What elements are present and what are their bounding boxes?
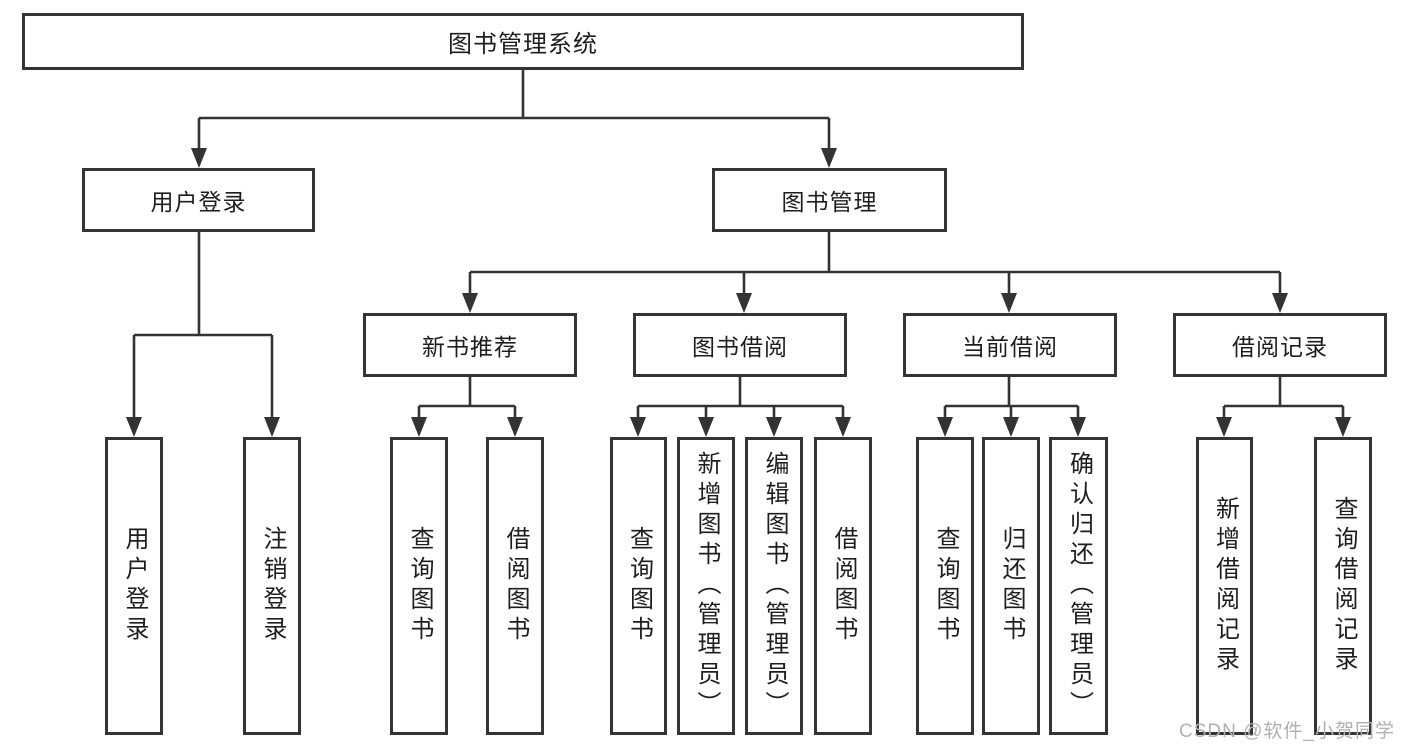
connector-user-login [126, 232, 280, 437]
leaf-query-borrow-record: 查询借阅记录 [1314, 437, 1372, 735]
connector-book-borrow [630, 377, 851, 437]
leaf-borrow-books: 借阅图书 [486, 437, 544, 735]
connector-borrow-records [1216, 377, 1351, 437]
leaf-add-borrow-record: 新增借阅记录 [1196, 437, 1253, 735]
node-current-borrow: 当前借阅 [903, 313, 1117, 377]
leaf-edit-books-admin: 编辑图书（管理员） [745, 437, 803, 735]
node-library-system: 图书管理系统 [22, 13, 1024, 70]
connector-book-management [462, 232, 1288, 313]
leaf-query-books: 查询图书 [610, 437, 667, 735]
node-borrow-records: 借阅记录 [1173, 313, 1387, 377]
leaf-confirm-return-admin: 确认归还（管理员） [1049, 437, 1108, 735]
leaf-query-books: 查询图书 [390, 437, 448, 735]
leaf-return-books: 归还图书 [982, 437, 1040, 735]
node-new-book-recommend: 新书推荐 [363, 313, 577, 377]
node-book-borrow: 图书借阅 [633, 313, 847, 377]
leaf-user-login: 用户登录 [105, 437, 163, 735]
node-book-management: 图书管理 [712, 168, 947, 232]
connector-root [191, 70, 837, 168]
csdn-watermark: CSDN @软件_小贺同学 [1179, 721, 1395, 742]
leaf-logout: 注销登录 [243, 437, 301, 735]
leaf-borrow-books: 借阅图书 [814, 437, 872, 735]
node-user-login: 用户登录 [82, 168, 315, 232]
leaf-query-books: 查询图书 [916, 437, 974, 735]
connector-new-book-recommend [411, 377, 523, 437]
leaf-add-books-admin: 新增图书（管理员） [677, 437, 735, 735]
connector-current-borrow [937, 377, 1086, 437]
